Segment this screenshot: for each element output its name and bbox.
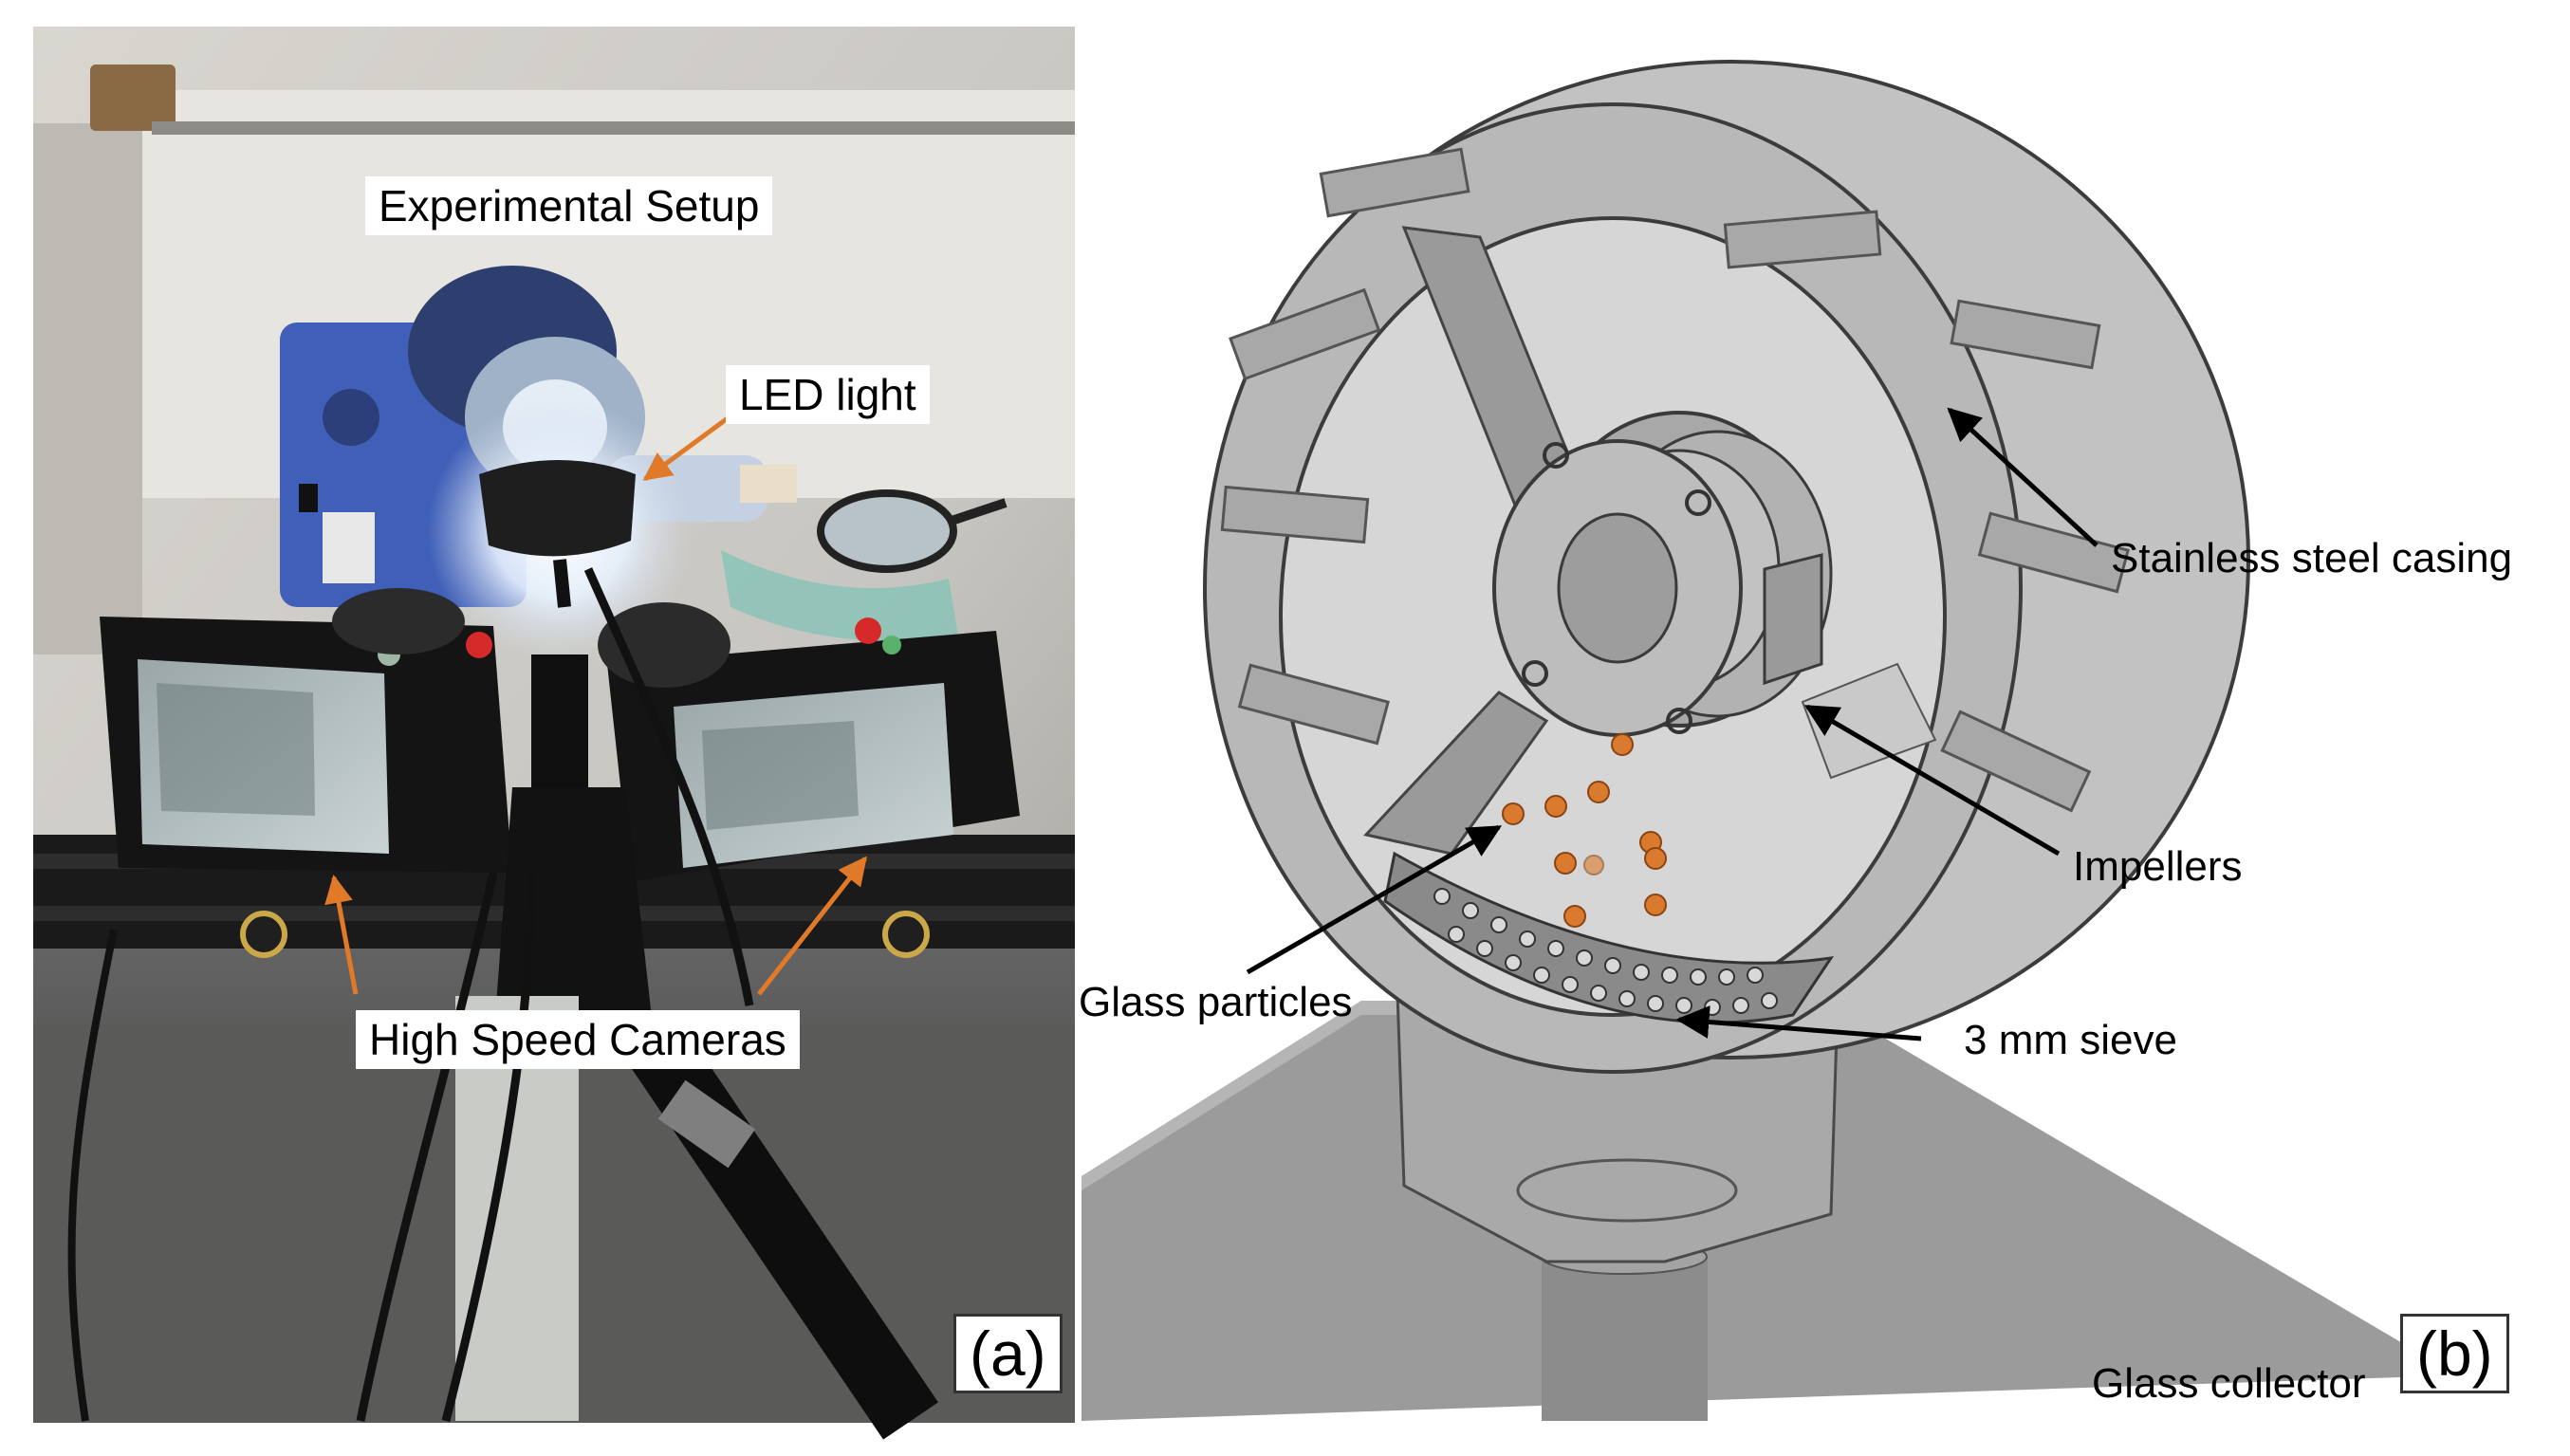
right-camera: [598, 602, 1020, 882]
impeller-hub: [1492, 411, 1937, 780]
panel-b-tag: (b): [2400, 1314, 2509, 1393]
outlet-pipe: [1542, 1257, 1708, 1421]
panel-b-arrows: [1246, 407, 2099, 1041]
sieve-label: 3 mm sieve: [1964, 1017, 2177, 1063]
collector-label: Glass collector: [2092, 1360, 2366, 1407]
led-arrow: [642, 410, 737, 482]
panel-a-arrows: [324, 410, 867, 996]
impellers-label: Impellers: [2073, 843, 2243, 890]
camera-arrow-left: [324, 875, 359, 995]
camera-stand: [67, 567, 938, 1440]
cameras-label: High Speed Cameras: [356, 1010, 800, 1069]
casing-label: Stainless steel casing: [2111, 535, 2513, 581]
panel-a-tag: (a): [953, 1314, 1063, 1393]
glass-particles: [1502, 733, 1667, 928]
left-camera: [100, 588, 512, 873]
casing-arrow: [1947, 407, 2099, 547]
panel-b-drawing: [1082, 60, 2457, 1421]
impellers-arrow: [1803, 704, 2061, 857]
particles-label: Glass particles: [1079, 979, 1353, 1025]
particles-arrow: [1246, 824, 1503, 975]
led-light-device: [427, 398, 693, 664]
magnifier: [721, 489, 1008, 641]
led-light-label: LED light: [726, 365, 930, 424]
sieve-arrow: [1675, 1005, 1922, 1041]
panel-a-title: Experimental Setup: [365, 176, 773, 235]
camera-arrow-right: [757, 856, 867, 996]
